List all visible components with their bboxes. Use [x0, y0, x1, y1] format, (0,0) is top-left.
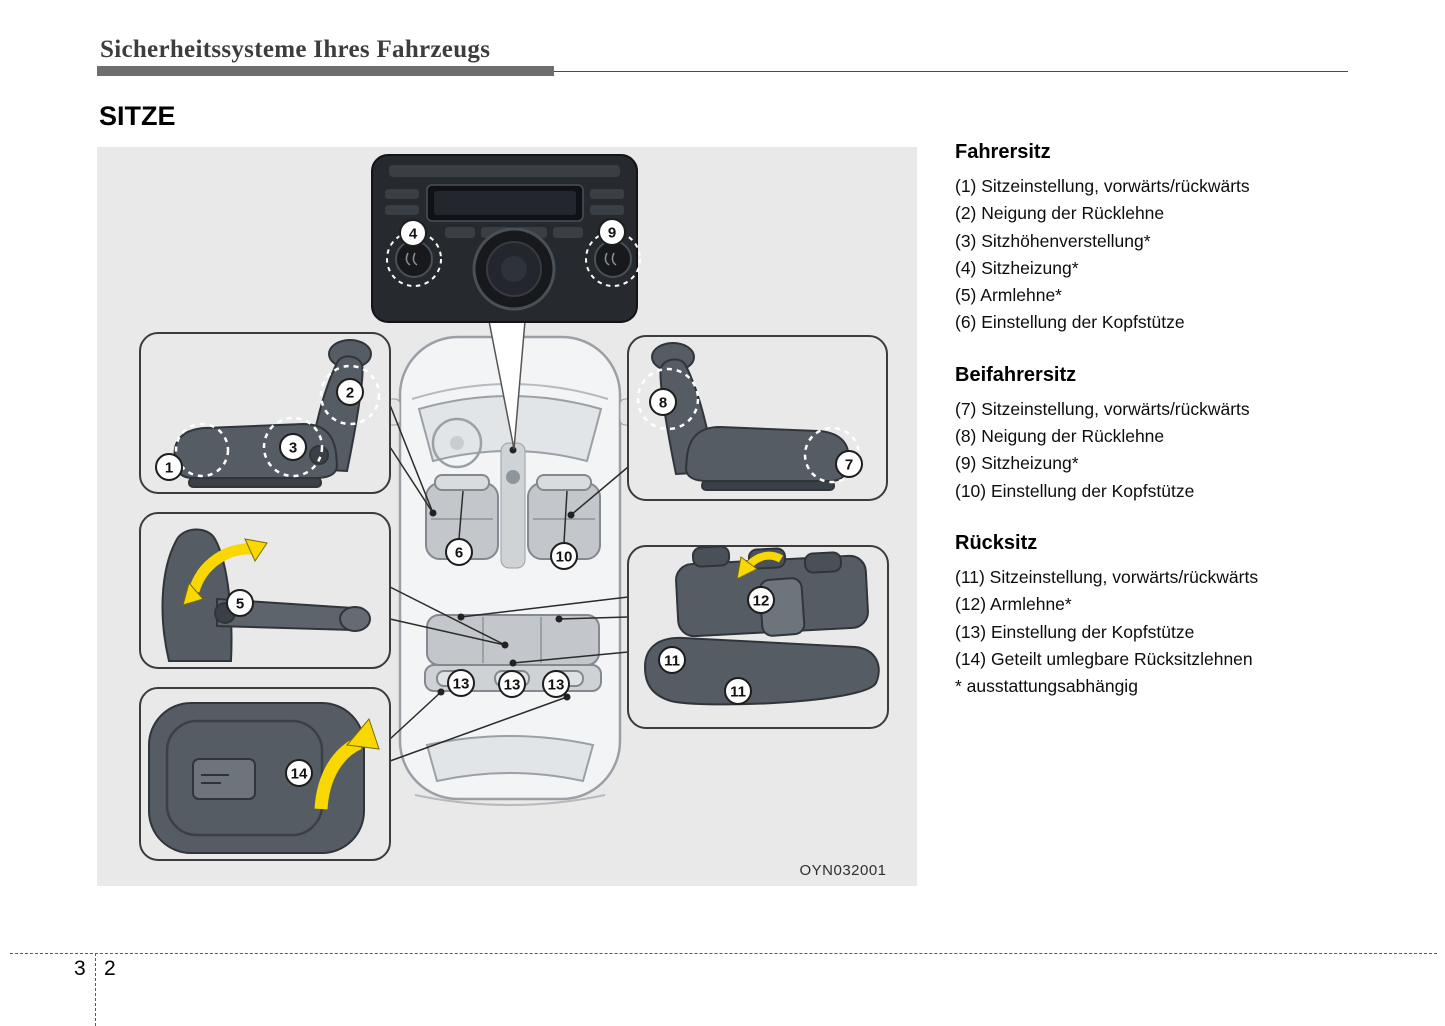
- legend-item-8: (8) Neigung der Rücklehne: [955, 426, 1165, 447]
- legend-item-13: (13) Einstellung der Kopfstütze: [955, 621, 1195, 642]
- callout-9: 9: [598, 218, 626, 246]
- callouts: 1 2 3 4 5 6 7 8 9 10 11 11 12 13 13 13 1…: [155, 218, 863, 787]
- legend-item-7: (7) Sitzeinstellung, vorwärts/rückwärts: [955, 398, 1250, 419]
- callout-10: 10: [550, 542, 578, 570]
- callout-13b-label: 13: [504, 677, 521, 694]
- driver-seat-dotted-markers: [174, 364, 381, 478]
- callout-2-label: 2: [346, 385, 354, 402]
- legend-item-5: (5) Armlehne*: [955, 285, 1062, 306]
- callout-4: 4: [399, 219, 427, 247]
- callout-12-label: 12: [753, 593, 770, 610]
- header-rule: [97, 71, 1348, 72]
- section-title: SITZE: [99, 101, 176, 131]
- steering-wheel: [431, 417, 483, 469]
- callout-3-label: 3: [289, 440, 297, 457]
- legend-item-1: (1) Sitzeinstellung, vorwärts/rückwärts: [955, 176, 1250, 196]
- callout-13b: 13: [498, 670, 526, 698]
- seat-diagram-svg: 1 2 3 4 5 6 7 8 9 10 11 11 12 13 13 13 1…: [97, 147, 917, 886]
- radio-buttons: [385, 189, 624, 238]
- legend-section-beifahrersitz: Beifahrersitz (7) Sitzeinstellung, vorwä…: [955, 364, 1395, 505]
- legend-item-12: (12) Armlehne*: [955, 594, 1072, 615]
- legend-title-beifahrersitz: Beifahrersitz: [955, 363, 1077, 386]
- callout-13c-label: 13: [548, 677, 565, 694]
- callout-13a-label: 13: [453, 676, 470, 693]
- legend-item-9: (9) Sitzheizung*: [955, 453, 1079, 474]
- callout-6-label: 6: [455, 545, 463, 562]
- front-seats-top-view: [425, 474, 601, 560]
- legend-section-ruecksitz: Rücksitz (11) Sitzeinstellung, vorwärts/…: [955, 532, 1395, 700]
- callout-7-label: 7: [845, 457, 853, 474]
- callout-9-label: 9: [608, 225, 616, 242]
- chapter-number: 3: [74, 957, 86, 980]
- callout-4-label: 4: [409, 226, 418, 243]
- armrest-rotate-arrow-icon: [182, 538, 268, 606]
- rear-armrest-arrow-icon: [736, 551, 784, 580]
- page-number: 2: [104, 957, 116, 980]
- callout-11b: 11: [724, 677, 752, 705]
- legend-item-10: (10) Einstellung der Kopfstütze: [955, 480, 1195, 501]
- footer-dashed-divider: [95, 953, 96, 1026]
- callout-3: 3: [279, 433, 307, 461]
- rear-bench-illustration: [643, 545, 880, 706]
- callout-8: 8: [649, 388, 677, 416]
- callout-2: 2: [336, 378, 364, 406]
- legend-footnote: * ausstattungsabhängig: [955, 676, 1138, 697]
- center-console: [500, 442, 526, 569]
- legend-item-4: (4) Sitzheizung*: [955, 257, 1079, 278]
- legend: Fahrersitz (1) Sitzeinstellung, vorwärts…: [955, 141, 1395, 727]
- seat-heater-glyphs: [405, 252, 617, 266]
- legend-item-14: (14) Geteilt umlegbare Rücksitzlehnen: [955, 648, 1253, 669]
- callout-5-label: 5: [236, 596, 244, 613]
- rear-window: [425, 735, 595, 783]
- legend-section-fahrersitz: Fahrersitz (1) Sitzeinstellung, vorwärts…: [955, 141, 1395, 337]
- callout-10-label: 10: [556, 549, 573, 566]
- callout-14-label: 14: [291, 766, 308, 783]
- chapter-title: Sicherheitssysteme Ihres Fahrzeugs: [100, 36, 491, 63]
- legend-item-6: (6) Einstellung der Kopfstütze: [955, 312, 1185, 333]
- legend-title-ruecksitz: Rücksitz: [955, 531, 1038, 554]
- callout-6: 6: [445, 538, 473, 566]
- radio-panel: [371, 154, 641, 323]
- connector-lines: [389, 404, 629, 762]
- legend-item-11: (11) Sitzeinstellung, vorwärts/rückwärts: [955, 566, 1259, 587]
- callout-11a-label: 11: [664, 653, 680, 670]
- callout-14: 14: [285, 759, 313, 787]
- figure-code: OYN032001: [799, 862, 886, 879]
- callout-1: 1: [155, 453, 183, 481]
- footer-dashed-rule: [10, 953, 1437, 954]
- fold-arrow-icon: [314, 717, 380, 810]
- callout-13c: 13: [542, 670, 570, 698]
- callout-11b-label: 11: [730, 684, 746, 701]
- legend-item-3: (3) Sitzhöhenverstellung*: [955, 230, 1151, 251]
- callout-8-label: 8: [659, 395, 667, 412]
- callout-7: 7: [835, 450, 863, 478]
- callout-5: 5: [226, 589, 254, 617]
- callout-12: 12: [747, 586, 775, 614]
- legend-title-fahrersitz: Fahrersitz: [955, 141, 1051, 163]
- header-bar: [97, 66, 554, 76]
- passenger-seat-illustration: [651, 342, 850, 491]
- callout-11a: 11: [658, 646, 686, 674]
- seat-diagram-figure: 1 2 3 4 5 6 7 8 9 10 11 11 12 13 13 13 1…: [97, 147, 917, 886]
- legend-item-2: (2) Neigung der Rücklehne: [955, 203, 1165, 224]
- callout-1-label: 1: [165, 460, 173, 477]
- callout-13a: 13: [447, 669, 475, 697]
- connector-dots: [429, 446, 575, 701]
